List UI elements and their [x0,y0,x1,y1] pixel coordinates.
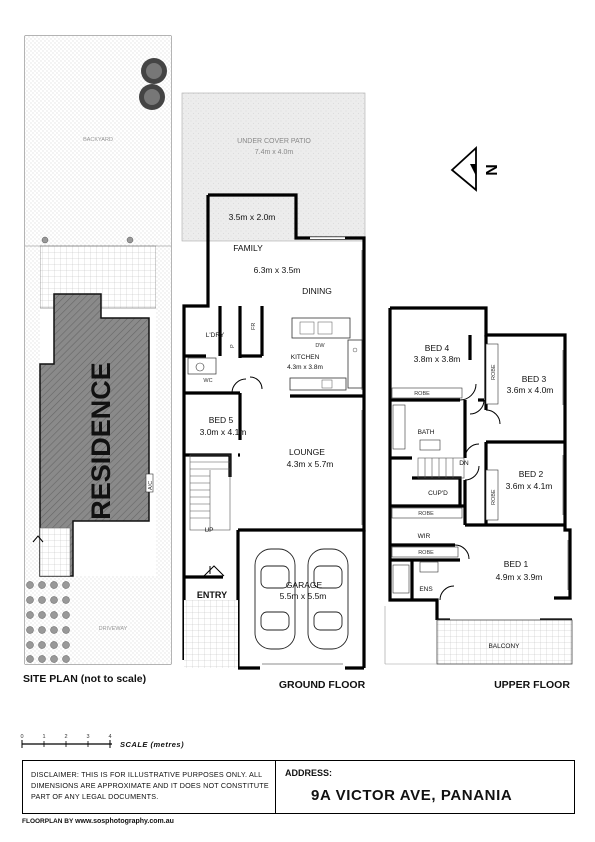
bed5-dim: 3.0m x 4.1m [200,427,247,437]
robe-label-bed4: ROBE [414,391,430,397]
wir-label: WIR [418,533,431,540]
scale-label: SCALE (metres) [120,740,185,749]
ground-floor: UNDER COVER PATIO 7.4m x 4.0m [181,92,366,691]
lounge-label: LOUNGE [289,447,325,457]
kitchen-dim: 4.3m x 3.8m [287,364,323,371]
scale-tick-3: 3 [86,734,89,740]
garage-dim: 5.5m x 5.5m [280,591,327,601]
address-label: ADDRESS: [285,768,333,778]
backyard-label: BACKYARD [83,137,113,143]
info-divider [275,761,276,813]
lounge-dim: 4.3m x 5.7m [287,459,334,469]
scale-tick-0: 0 [20,734,23,740]
garage-label: GARAGE [286,580,323,590]
scale-tick-1: 1 [42,734,45,740]
bed2-dim: 3.6m x 4.1m [506,481,553,491]
credit-prefix: FLOORPLAN BY [22,818,74,825]
bed1-dim: 4.9m x 3.9m [496,572,543,582]
robe-label-wir: ROBE [418,550,434,556]
robe-label-bed3: ROBE [491,364,497,380]
patio-dim: 7.4m x 4.0m [255,149,294,156]
bed1-label: BED 1 [504,559,529,569]
robe-label-hall: ROBE [418,511,434,517]
stairs-up-label: UP [204,527,213,534]
north-arrow-icon: N [450,145,501,192]
bed5-label: BED 5 [209,415,234,425]
robe-label-bed2: ROBE [491,489,497,505]
disclaimer-text: DISCLAIMER: THIS IS FOR ILLUSTRATIVE PUR… [31,770,269,801]
dining-label: DINING [302,286,332,296]
tree-icon [139,58,167,110]
scale-tick-4: 4 [108,734,111,740]
wc-label: WC [203,378,212,384]
cupboard-label: CUP'D [428,490,448,497]
balcony-label: BALCONY [488,643,520,650]
fridge-label: FR [251,323,257,330]
patio-area [181,92,366,242]
upper-floor-caption: UPPER FLOOR [494,679,570,691]
entry-label: ENTRY [197,590,227,600]
residence-label: RESIDENCE [86,362,116,520]
nook-dim: 3.5m x 2.0m [229,212,276,222]
ground-floor-caption: GROUND FLOOR [279,679,366,691]
upper-floor: BED 4 3.8m x 3.8m BED 3 3.6m x 4.0m ROBE… [384,306,573,691]
pantry-label: P [230,344,236,348]
car-icon [254,548,349,650]
dishwasher-label: DW [315,343,325,349]
bed4-dim: 3.8m x 3.8m [414,354,461,364]
family-dim: 6.3m x 3.5m [254,265,301,275]
info-box: DISCLAIMER: THIS IS FOR ILLUSTRATIVE PUR… [22,760,575,814]
stairs-down-label: DN [459,460,469,467]
patio-label: UNDER COVER PATIO [237,138,311,145]
credit-link[interactable]: www.sosphotography.com.au [75,818,174,825]
bed4-label: BED 4 [425,343,450,353]
scale-tick-2: 2 [64,734,67,740]
laundry-label: L'DRY [206,332,225,339]
bed3-label: BED 3 [522,374,547,384]
north-label: N [484,164,501,176]
driveway-label: DRIVEWAY [99,626,128,632]
site-plan-caption: SITE PLAN (not to scale) [23,673,146,685]
residence-footprint [39,293,150,577]
bath-label: BATH [418,429,435,436]
kitchen-label: KITCHEN [291,354,320,361]
scale-bar: 0 1 2 3 4 [20,734,112,748]
ensuite-label: ENS [419,586,433,593]
ac-label: A/C [148,481,154,490]
credit-line: FLOORPLAN BY www.sosphotography.com.au [22,818,174,825]
site-plan: A/C BACKYARD DRIVEWAY RESIDENCE SITE PLA… [23,35,172,685]
bed3-dim: 3.6m x 4.0m [507,385,554,395]
family-label: FAMILY [233,243,263,253]
bed2-label: BED 2 [519,469,544,479]
address-value: 9A VICTOR AVE, PANANIA [311,787,513,804]
